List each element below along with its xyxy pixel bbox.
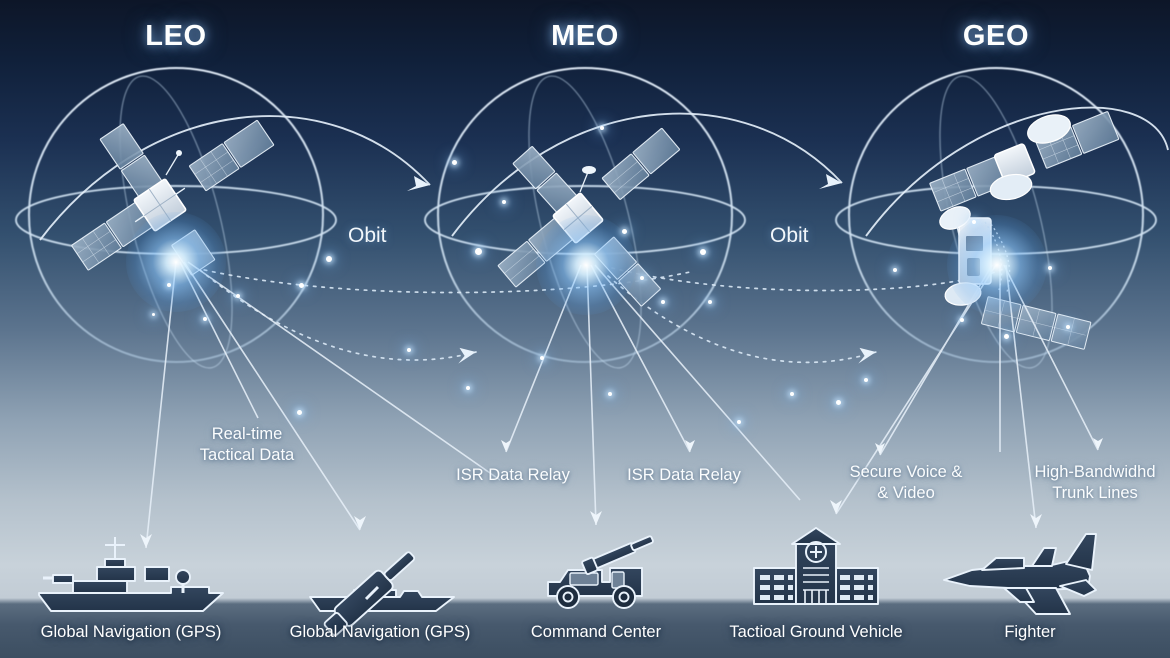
asset-label-missile-boat: Global Navigation (GPS) <box>289 623 471 641</box>
inter-orbit-arc-layer <box>39 106 1169 241</box>
warship-icon[interactable] <box>38 537 224 612</box>
asset-label-tactical-ground-vehicle: Tactioal Ground Vehicle <box>729 623 903 641</box>
flow-label-secure-voice-video: Secure Voice & & Video <box>821 462 991 505</box>
geo-satellite-icon <box>929 111 1120 212</box>
flow-label-line1: Real-time <box>211 425 283 443</box>
ring-title-meo: MEO <box>551 20 619 52</box>
ring-title-geo: GEO <box>962 20 1030 52</box>
fighter-jet-icon[interactable] <box>943 533 1097 615</box>
flow-label-line2: Trunk Lines <box>1052 484 1138 503</box>
flow-label-line2: Tactical Data <box>199 446 295 465</box>
flow-label-high-bandwidth-trunk-lines: High-Bandwidhd Trunk Lines <box>1007 462 1170 505</box>
ring-title-leo: LEO <box>145 20 207 52</box>
flow-label-line2: & Video <box>877 484 935 503</box>
flow-label-isr-data-relay-2: ISR Data Relay <box>604 465 764 486</box>
arc-arrowheads <box>407 174 842 191</box>
crosslink-arrowheads <box>458 347 876 364</box>
launcher-boat-icon[interactable] <box>309 546 455 639</box>
flow-label-line1: ISR Data Relay <box>627 466 741 484</box>
gun-truck-icon[interactable] <box>547 533 655 609</box>
asset-label-command-center: Command Center <box>530 623 662 641</box>
orbit-label-leo: Obit <box>348 224 387 247</box>
orbit-label-meo: Obit <box>770 224 809 247</box>
beam-arrowheads <box>140 438 1103 548</box>
flow-label-line1: ISR Data Relay <box>456 466 570 484</box>
command-building-icon[interactable] <box>753 527 879 605</box>
flow-label-line1: High-Bandwidhd <box>1034 463 1156 481</box>
flow-label-real-time-tactical-data: Real-time Tactical Data <box>157 424 337 467</box>
asset-label-fighter: Fighter <box>1004 623 1056 641</box>
asset-label-naval-destroyer: Global Navigation (GPS) <box>40 623 222 641</box>
flow-label-isr-data-relay-1: ISR Data Relay <box>433 465 593 486</box>
flow-label-line1: Secure Voice & <box>849 463 963 481</box>
